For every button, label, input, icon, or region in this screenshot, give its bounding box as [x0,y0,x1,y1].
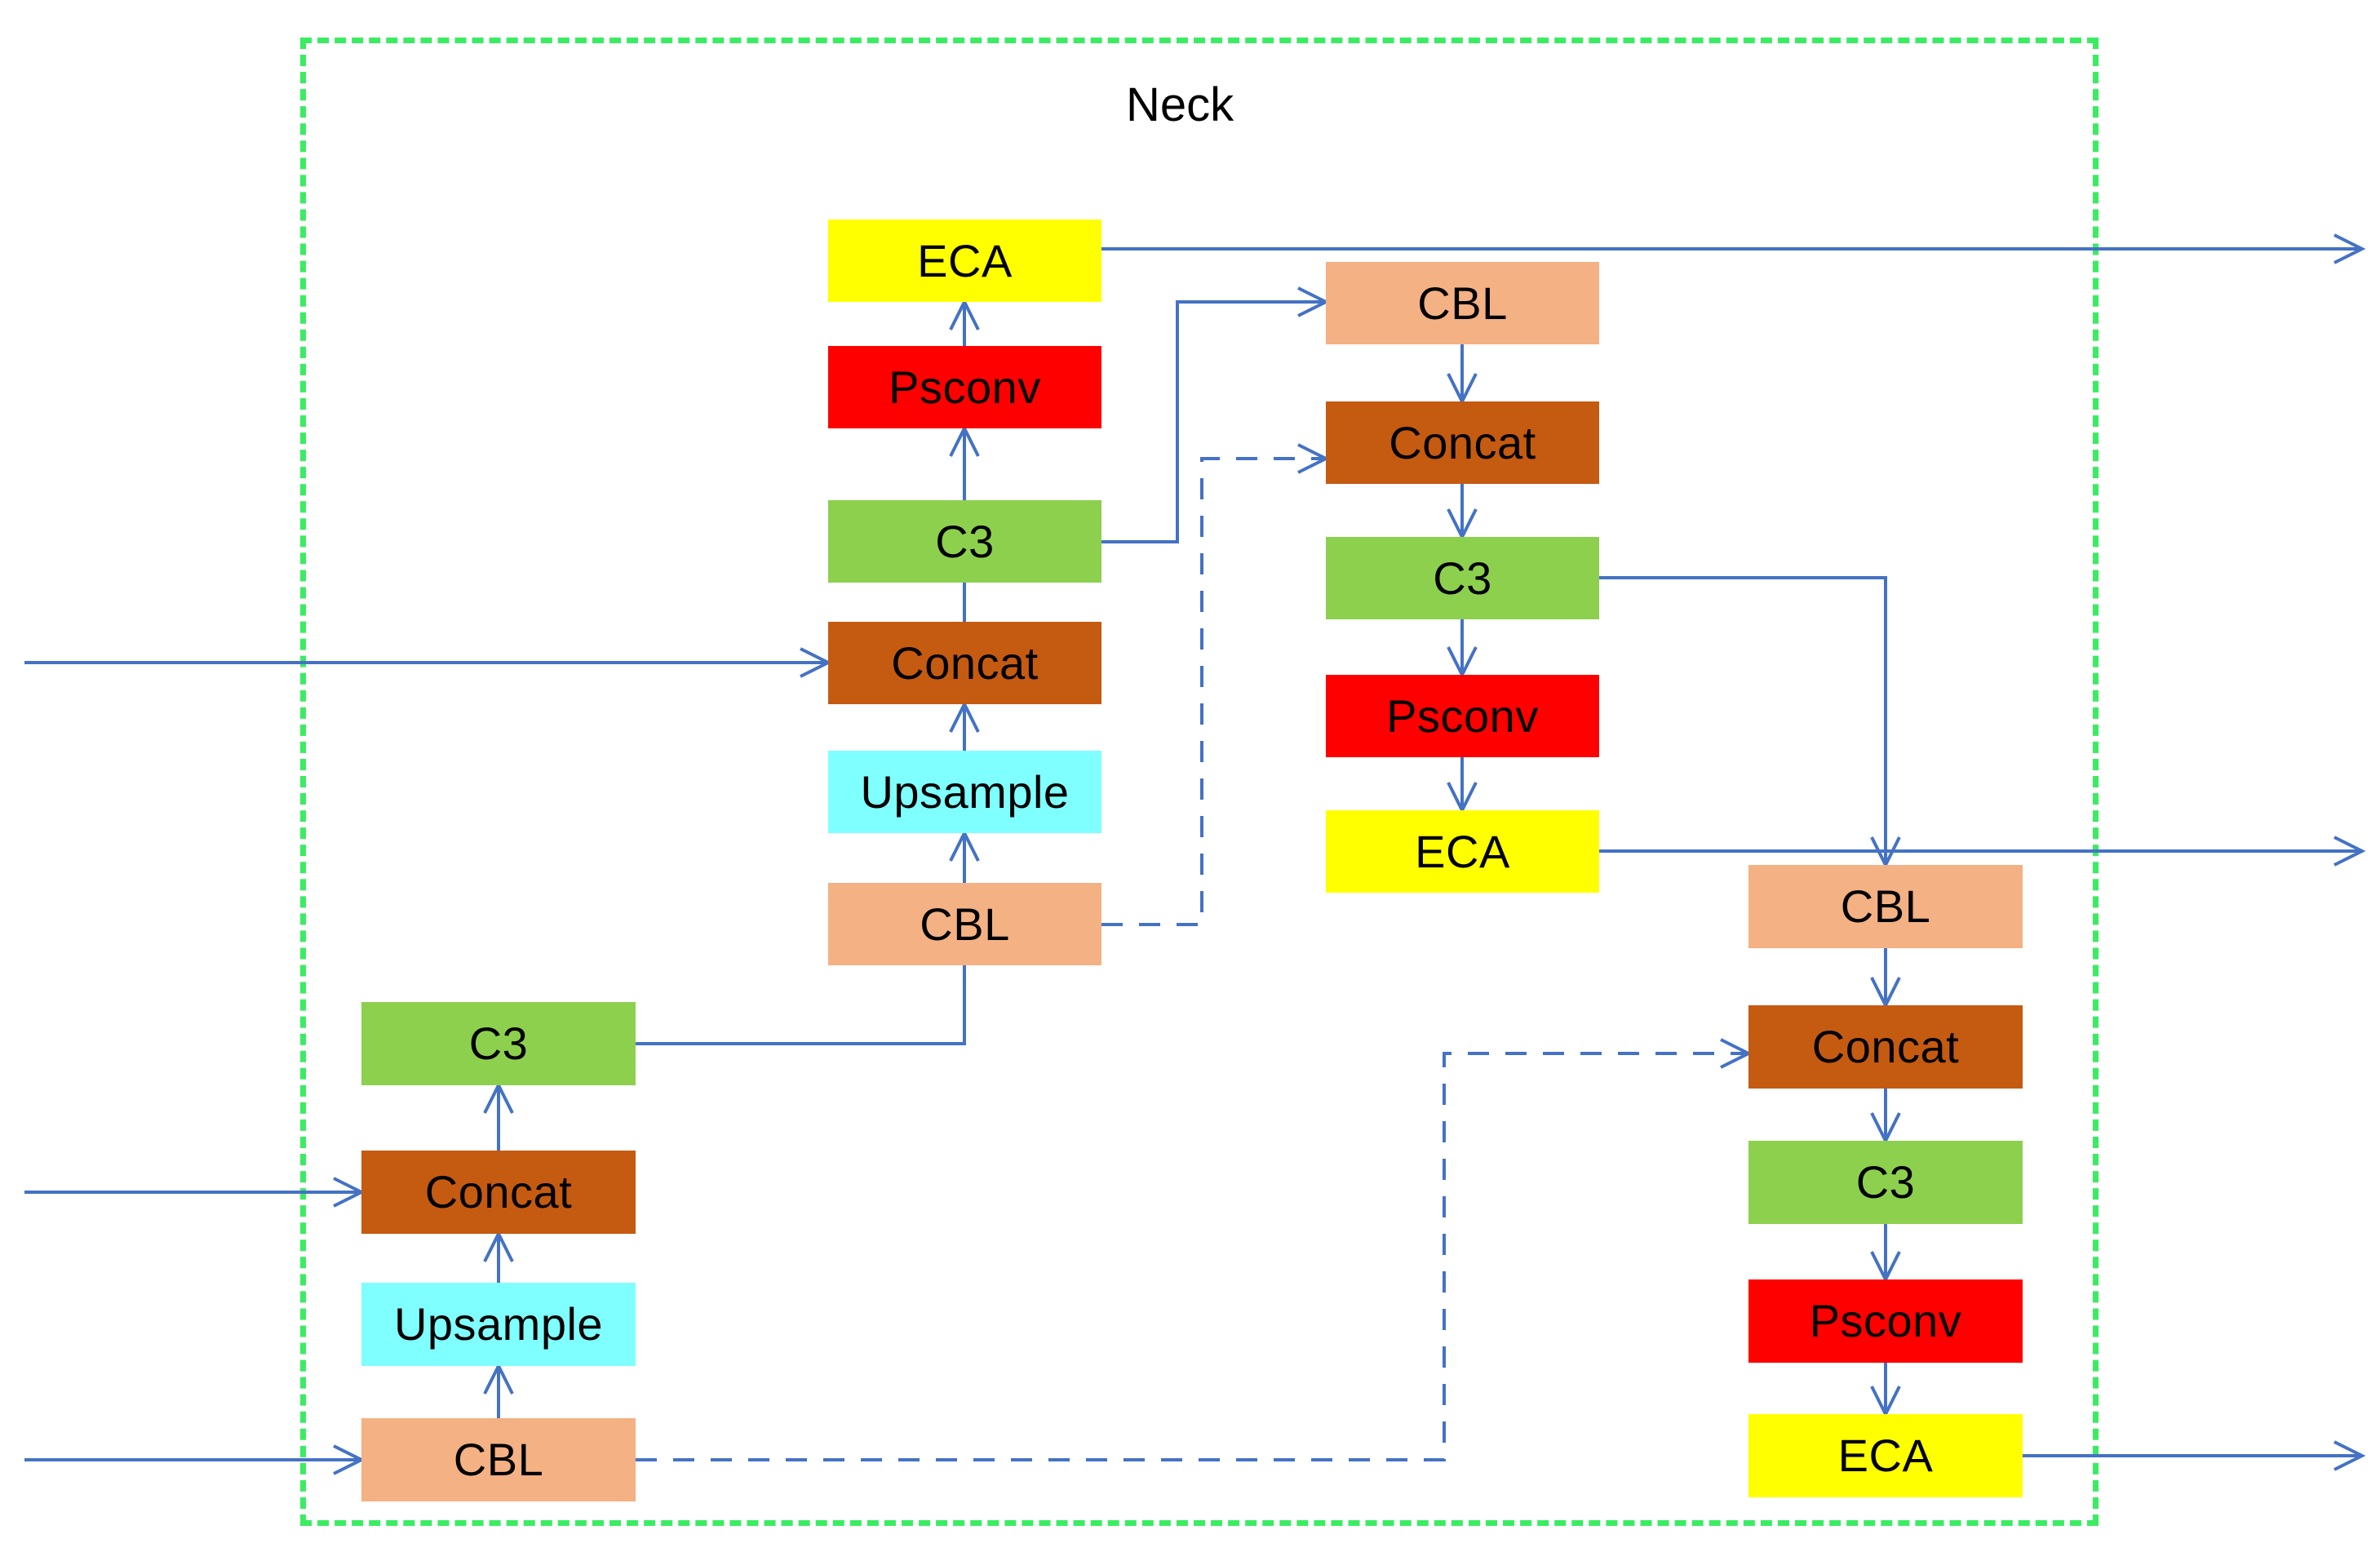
node-psconv-2[interactable]: Psconv [1326,675,1599,757]
node-c3-3[interactable]: C3 [361,1002,636,1085]
node-psconv-4[interactable]: Psconv [1748,1279,2023,1363]
node-eca-1[interactable]: ECA [828,220,1101,302]
node-cbl-4[interactable]: CBL [1748,865,2023,948]
arrowhead-e-eca2-out [2333,836,2366,867]
node-cbl-3[interactable]: CBL [361,1418,636,1501]
node-concat-4[interactable]: Concat [1748,1005,2023,1089]
node-cbl-2[interactable]: CBL [1326,262,1599,344]
node-concat-1[interactable]: Concat [828,622,1101,704]
node-c3-1[interactable]: C3 [828,500,1101,583]
neck-group-boundary [300,38,2099,1526]
node-upsample-3[interactable]: Upsample [361,1283,636,1366]
neck-title: Neck [1126,78,1234,131]
arrowhead-e-eca1-out [2333,233,2366,264]
arrowhead-e-eca4-out [2333,1440,2366,1471]
node-c3-4[interactable]: C3 [1748,1141,2023,1224]
node-concat-3[interactable]: Concat [361,1151,636,1234]
node-eca-4[interactable]: ECA [1748,1414,2023,1497]
node-c3-2[interactable]: C3 [1326,537,1599,619]
node-upsample-1[interactable]: Upsample [828,751,1101,833]
node-psconv-1[interactable]: Psconv [828,346,1101,428]
node-cbl-1[interactable]: CBL [828,883,1101,965]
node-concat-2[interactable]: Concat [1326,401,1599,484]
node-eca-2[interactable]: ECA [1326,810,1599,893]
